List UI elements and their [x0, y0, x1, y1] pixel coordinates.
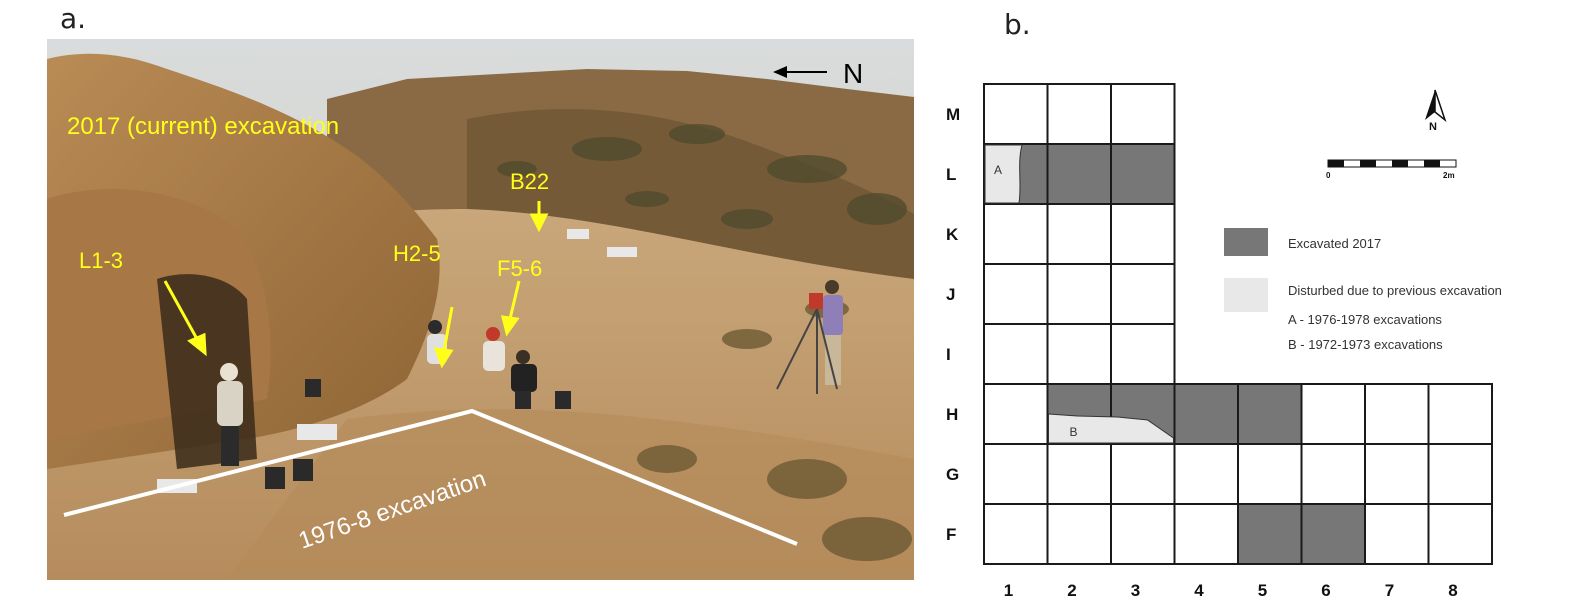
panel-a-label: a. — [60, 2, 87, 35]
grid-square-I3 — [1110, 323, 1176, 385]
grid-square-H4 — [1173, 383, 1239, 445]
column-label-8: 8 — [1448, 581, 1457, 600]
grid-square-G5 — [1237, 443, 1303, 505]
grid-square-F4 — [1173, 503, 1239, 565]
disturbed-zone-a — [984, 144, 1023, 204]
scale-end-label: 2m — [1443, 171, 1455, 180]
old-excavation-boundary — [63, 408, 798, 546]
disturbed-zone-a-label: A — [994, 163, 1002, 177]
panel-b-label: b. — [1004, 8, 1031, 41]
label-l1-3: L1-3 — [79, 248, 123, 273]
legend-swatch-disturbed — [1224, 278, 1268, 312]
legend-note-a: A - 1976-1978 excavations — [1288, 312, 1442, 327]
grid-square-L3 — [1110, 143, 1176, 205]
grid-square-I2 — [1046, 323, 1112, 385]
grid-square-F7 — [1364, 503, 1430, 565]
arrow-f5-6 — [508, 280, 521, 320]
grid-square-J2 — [1046, 263, 1112, 325]
label-b22: B22 — [510, 169, 549, 194]
grid-square-G6 — [1300, 443, 1366, 505]
arrow-l1-3 — [163, 280, 199, 340]
grid-square-G8 — [1427, 443, 1493, 505]
grid-square-H5 — [1237, 383, 1303, 445]
grid-square-H1 — [983, 383, 1049, 445]
scale-bar — [1327, 159, 1457, 168]
legend-swatch-excavated — [1224, 228, 1268, 256]
scale-start-label: 0 — [1326, 171, 1331, 180]
column-label-3: 3 — [1131, 581, 1140, 600]
column-label-2: 2 — [1067, 581, 1076, 600]
row-label-F: F — [946, 525, 956, 544]
grid-layer: M L K J I H G F 1 2 3 4 5 6 7 8 A B — [946, 83, 1493, 600]
grid-square-F2 — [1046, 503, 1112, 565]
grid-square-M1 — [983, 83, 1049, 145]
row-label-L: L — [946, 165, 956, 184]
grid-square-H8 — [1427, 383, 1493, 445]
legend-excavated-label: Excavated 2017 — [1288, 236, 1381, 251]
grid-square-F5 — [1237, 503, 1303, 565]
grid-square-F3 — [1110, 503, 1176, 565]
column-label-5: 5 — [1258, 581, 1267, 600]
grid-square-K3 — [1110, 203, 1176, 265]
column-label-6: 6 — [1321, 581, 1330, 600]
grid-square-F6 — [1300, 503, 1366, 565]
label-f5-6: F5-6 — [497, 256, 542, 281]
grid-square-H7 — [1364, 383, 1430, 445]
grid-square-G2 — [1046, 443, 1112, 505]
excavation-site-photo: N 2017 (current) excavation L1-3 H2-5 B2… — [47, 39, 914, 580]
grid-square-F1 — [983, 503, 1049, 565]
scrub-vegetation — [497, 124, 907, 229]
label-h2-5: H2-5 — [393, 241, 441, 266]
column-label-4: 4 — [1194, 581, 1204, 600]
buckets — [265, 379, 571, 489]
row-label-I: I — [946, 345, 951, 364]
disturbed-zone-b-label: B — [1070, 425, 1078, 439]
grid-square-G3 — [1110, 443, 1176, 505]
north-label-photo: N — [843, 58, 863, 89]
grid-square-G7 — [1364, 443, 1430, 505]
grid-square-K1 — [983, 203, 1049, 265]
grid-square-J3 — [1110, 263, 1176, 325]
excavation-grid-map: M L K J I H G F 1 2 3 4 5 6 7 8 A B N 0 2m Excavated 2017… — [946, 83, 1502, 600]
column-label-7: 7 — [1385, 581, 1394, 600]
grid-square-H6 — [1300, 383, 1366, 445]
row-label-H: H — [946, 405, 958, 424]
grid-square-M2 — [1046, 83, 1112, 145]
grid-square-J1 — [983, 263, 1049, 325]
legend-note-b: B - 1972-1973 excavations — [1288, 337, 1443, 352]
row-label-K: K — [946, 225, 959, 244]
grid-square-G4 — [1173, 443, 1239, 505]
grid-square-L2 — [1046, 143, 1112, 205]
grid-square-M3 — [1110, 83, 1176, 145]
total-station-tripod — [776, 293, 838, 394]
current-excavation-label: 2017 (current) excavation — [67, 113, 339, 140]
north-arrow-photo — [773, 66, 827, 78]
north-arrow-map — [1425, 89, 1447, 123]
row-label-M: M — [946, 105, 960, 124]
north-label-map: N — [1429, 121, 1437, 133]
legend-disturbed-label: Disturbed due to previous excavation — [1288, 283, 1502, 298]
column-label-1: 1 — [1004, 581, 1013, 600]
disturbed-zone-b — [1048, 413, 1174, 444]
grid-square-G1 — [983, 443, 1049, 505]
arrow-h2-5 — [442, 306, 454, 352]
grid-square-K2 — [1046, 203, 1112, 265]
grid-square-F8 — [1427, 503, 1493, 565]
grid-square-I1 — [983, 323, 1049, 385]
row-label-G: G — [946, 465, 959, 484]
row-label-J: J — [946, 285, 955, 304]
